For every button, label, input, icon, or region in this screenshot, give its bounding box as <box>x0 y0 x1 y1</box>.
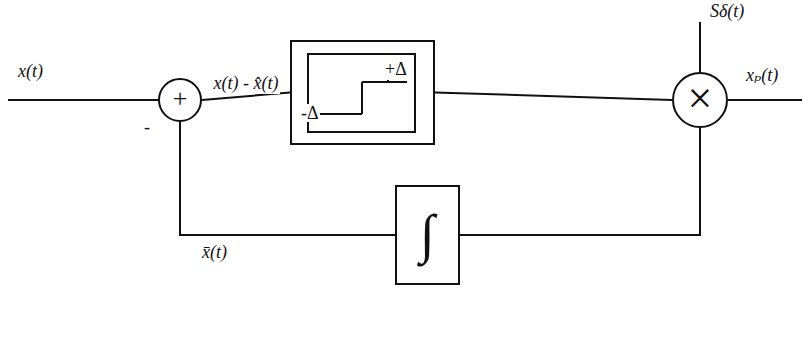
node-text: +Δ <box>384 60 408 78</box>
integrator-box: ∫ <box>395 185 460 285</box>
carrier-wire <box>699 22 701 72</box>
input-signal: x(t) <box>16 62 45 82</box>
connector-label: x̄(t) <box>200 243 229 263</box>
multiplier-circle: × <box>672 72 728 128</box>
node-text: × <box>688 77 713 121</box>
carrier-signal: Sδ(t) <box>708 2 746 22</box>
node-text: ∫ <box>420 207 435 261</box>
signal-connector <box>460 128 700 235</box>
input-wire <box>8 99 158 101</box>
minus-sign: - <box>142 118 152 138</box>
signal-connector <box>435 93 672 101</box>
node-text: -Δ <box>300 104 320 122</box>
step-characteristic <box>292 42 433 143</box>
output-signal: xₚ(t) <box>744 66 780 86</box>
output-wire <box>728 99 802 101</box>
quantizer-box: +Δ -Δ <box>290 40 435 145</box>
node-text: + <box>173 86 188 112</box>
connector-label: x(t) - x̂(t) <box>212 74 281 94</box>
summing-junction: + <box>158 78 202 122</box>
